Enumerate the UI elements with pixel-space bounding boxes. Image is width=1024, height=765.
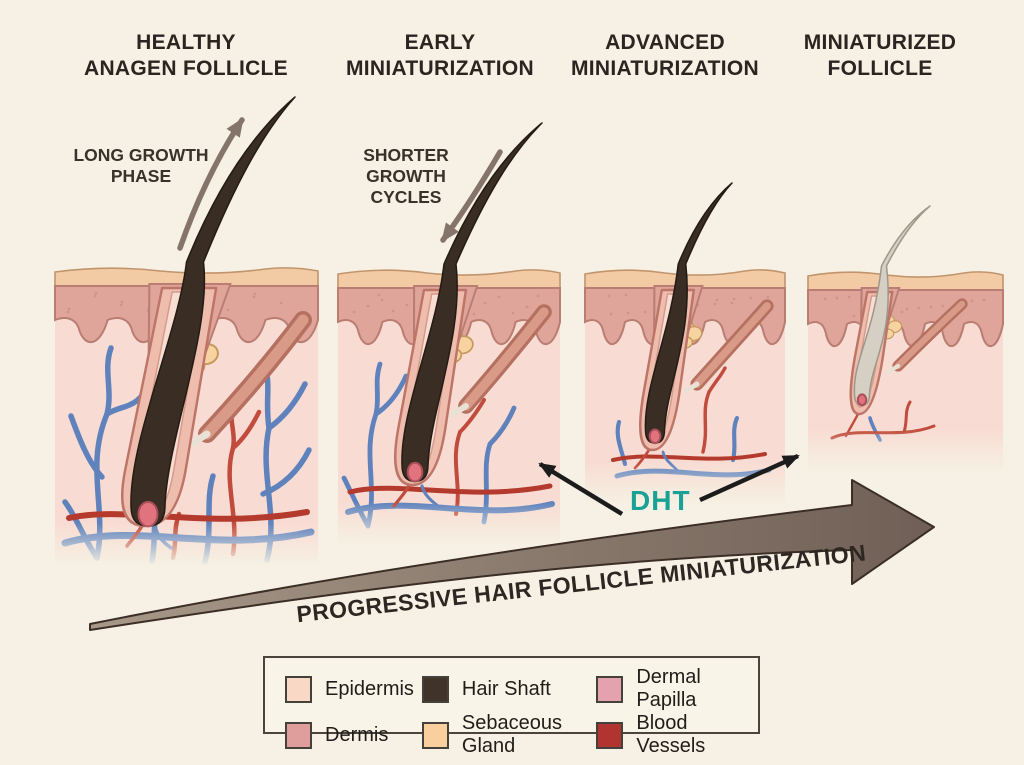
dermal-papilla	[406, 461, 424, 483]
dermal-papilla	[137, 500, 159, 528]
arrector-pili-muscle	[449, 304, 552, 418]
legend-item-epidermis: Epidermis	[285, 675, 422, 703]
panel-4-miniaturized-follicle-illustration	[807, 205, 1004, 471]
progression-arrow-icon	[89, 479, 935, 631]
legend-swatch-blood-vessels	[596, 721, 624, 749]
column-title-line: ADVANCED	[605, 31, 725, 54]
arrector-pili-muscle	[886, 298, 968, 374]
column-title-line: MINIATURIZATION	[570, 57, 760, 80]
column-title-miniaturized-follicle: MINIATURIZED FOLLICLE	[775, 30, 985, 82]
legend-label: Dermis	[325, 723, 389, 746]
dermal-papilla	[856, 393, 868, 407]
arrector-pili-muscle	[683, 299, 774, 394]
dht-label: DHT	[630, 485, 691, 516]
column-title-line: MINIATURIZATION	[345, 57, 535, 80]
column-title-line: ANAGEN FOLLICLE	[84, 57, 288, 80]
shorter-growth-arrow-icon	[440, 149, 503, 243]
panel-2-early-miniaturization-illustration	[337, 122, 561, 544]
legend-swatch-dermis	[285, 721, 312, 749]
legend-label: Hair Shaft	[461, 677, 551, 700]
label-line: CYCLES	[370, 187, 442, 207]
legend-item-hair-shaft: Hair Shaft	[421, 675, 596, 703]
label-line: PHASE	[110, 166, 172, 186]
legend-label: Dermal Papilla	[636, 666, 701, 711]
hair-shaft	[130, 96, 296, 527]
legend-item-dermal-papilla: Dermal Papilla	[596, 666, 744, 712]
legend-label: Sebaceous Gland	[461, 712, 562, 757]
long-growth-arrow-icon	[177, 117, 245, 251]
legend-label: Blood Vessels	[636, 712, 706, 757]
column-title-early-miniaturization: EARLY MINIATURIZATION	[325, 30, 555, 82]
legend-swatch-dermal-papilla	[596, 675, 624, 703]
label-line: LONG GROWTH	[73, 145, 209, 165]
legend-item-sebaceous-gland: Sebaceous Gland	[421, 712, 596, 758]
legend-swatch-sebaceous-gland	[421, 721, 449, 749]
shorter-growth-cycles-label: SHORTER GROWTH CYCLES	[350, 145, 462, 208]
legend-item-blood-vessels: Blood Vessels	[596, 712, 744, 758]
dht-arrow-right-icon	[699, 453, 800, 503]
legend-swatch-hair-shaft	[421, 675, 449, 703]
legend-item-dermis: Dermis	[285, 721, 422, 749]
label-line: SHORTER	[363, 145, 449, 165]
panel-1-healthy-follicle-illustration	[54, 96, 319, 565]
dermal-papilla	[648, 428, 662, 445]
legend-swatch-epidermis	[285, 675, 312, 703]
column-title-advanced-miniaturization: ADVANCED MINIATURIZATION	[550, 30, 780, 82]
legend-label: Epidermis	[325, 677, 414, 700]
legend: Epidermis Dermis Hair Shaft Sebaceous Gl…	[263, 656, 760, 757]
long-growth-phase-label: LONG GROWTH PHASE	[62, 145, 220, 187]
column-title-line: HEALTHY	[136, 31, 236, 54]
dht-arrow-left-icon	[538, 462, 624, 516]
column-title-healthy-anagen: HEALTHY ANAGEN FOLLICLE	[52, 30, 320, 82]
column-title-line: EARLY	[404, 31, 476, 54]
column-title-line: FOLLICLE	[827, 57, 933, 80]
label-line: GROWTH	[366, 166, 446, 186]
arrector-pili-muscle	[187, 311, 312, 448]
panel-3-advanced-miniaturization-illustration	[584, 182, 786, 504]
hair-shaft	[401, 122, 543, 483]
column-title-line: MINIATURIZED	[803, 31, 957, 54]
